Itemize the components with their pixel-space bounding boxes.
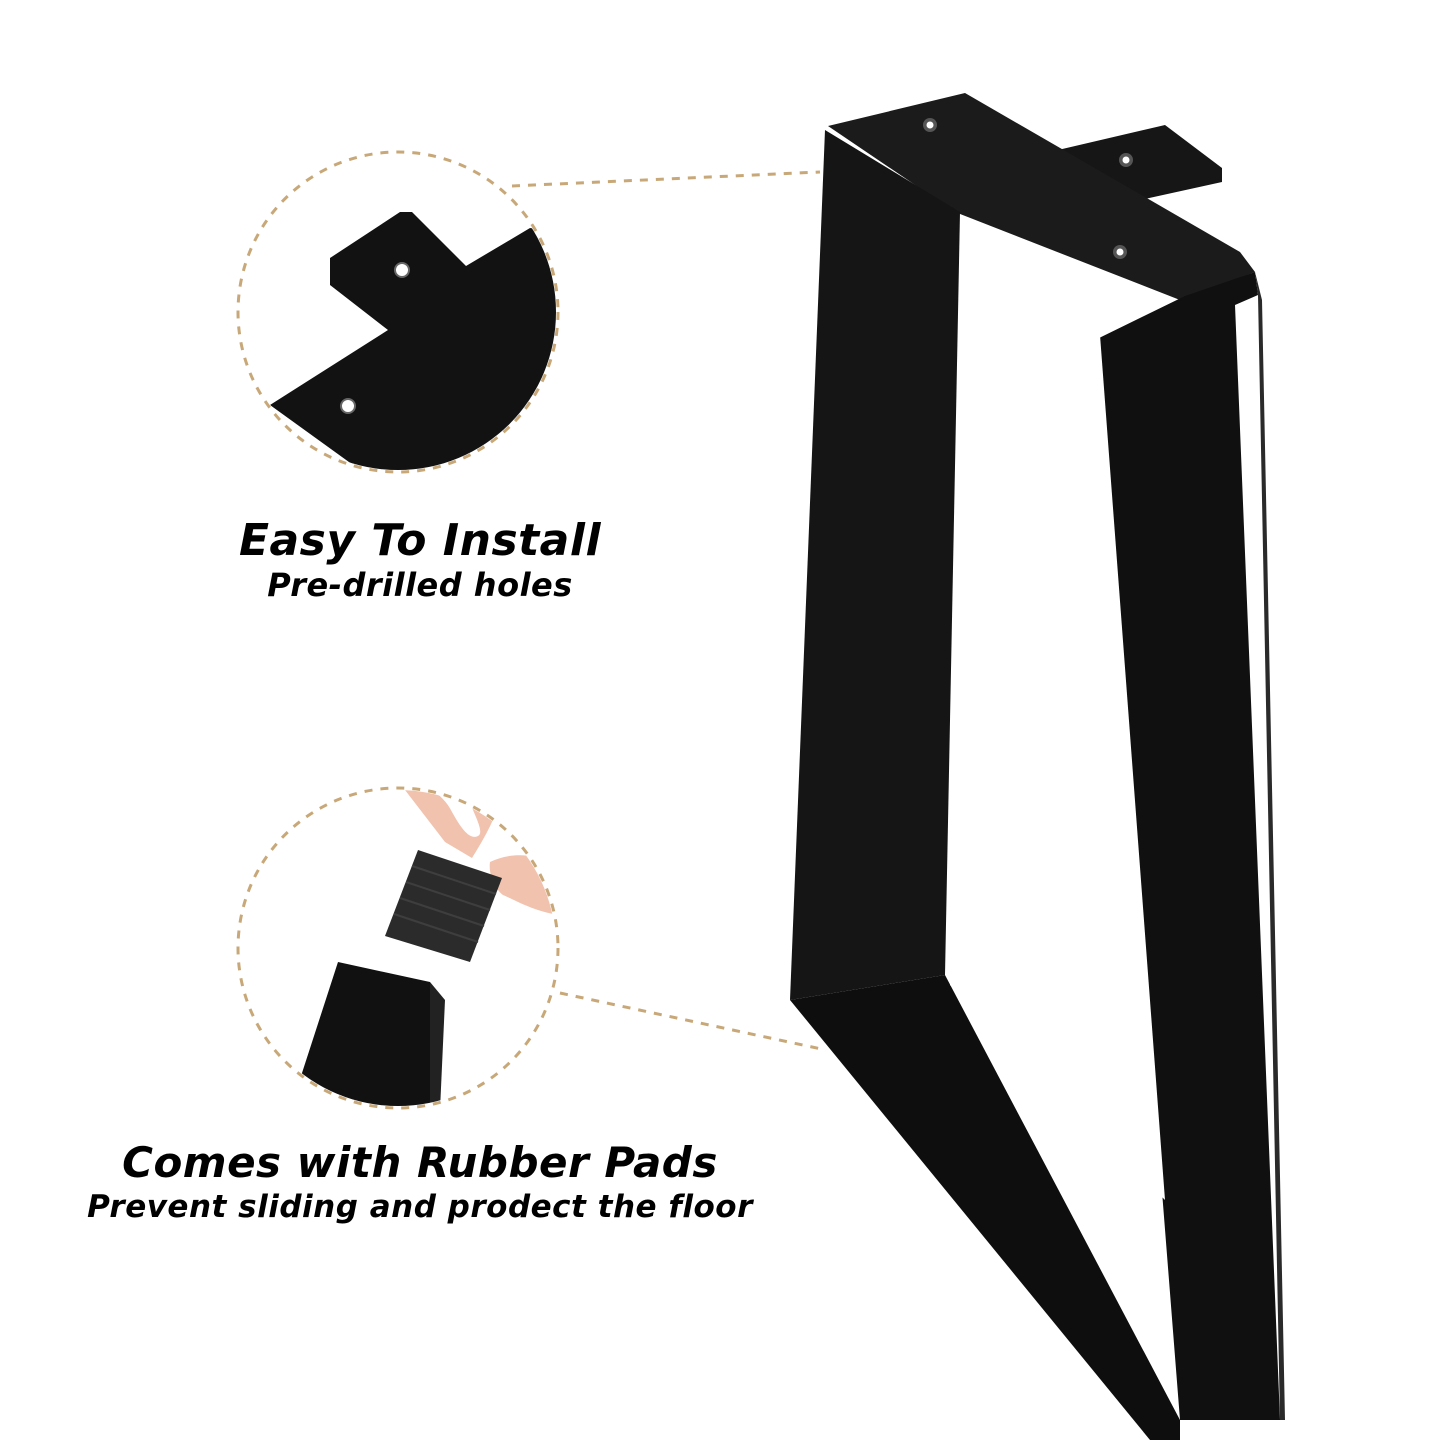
rubber-pad-texture bbox=[393, 865, 497, 943]
pads-feature-title: Comes with Rubber Pads bbox=[122, 1138, 718, 1187]
callout-line-top bbox=[511, 170, 821, 188]
mounting-hole bbox=[1116, 248, 1124, 256]
hole-detail bbox=[394, 262, 410, 278]
leg-foot-side bbox=[430, 982, 445, 1106]
pads-feature-caption: Comes with Rubber Pads Prevent sliding a… bbox=[20, 1138, 820, 1226]
install-feature-subtitle: Pre-drilled holes bbox=[267, 566, 573, 604]
bracket-detail bbox=[270, 212, 556, 470]
rubber-pad bbox=[385, 850, 502, 962]
right-leg-bar bbox=[1095, 272, 1280, 1420]
callout-circle-install bbox=[236, 150, 560, 474]
callout-ring bbox=[236, 786, 560, 1110]
right-leg-edge bbox=[1255, 272, 1285, 1420]
left-leg-bar bbox=[790, 130, 960, 1000]
install-feature-title: Easy To Install bbox=[238, 515, 602, 566]
hole-detail bbox=[340, 398, 356, 414]
callout-line-bottom bbox=[559, 991, 827, 1052]
hand-fingers bbox=[405, 790, 500, 858]
callout-ring bbox=[236, 150, 560, 474]
leg-foot bbox=[290, 962, 430, 1106]
callout-circle-pads bbox=[236, 786, 560, 1110]
pads-feature-subtitle: Prevent sliding and prodect the floor bbox=[87, 1189, 753, 1225]
top-plate bbox=[828, 93, 1255, 300]
table-leg-frame bbox=[790, 93, 1285, 1440]
hand-thumb bbox=[489, 855, 556, 915]
mounting-hole bbox=[1122, 156, 1130, 164]
mounting-hole bbox=[926, 121, 934, 129]
install-feature-caption: Easy To Install Pre-drilled holes bbox=[200, 515, 640, 605]
mounting-tab bbox=[1058, 125, 1222, 200]
bottom-bar bbox=[790, 975, 1180, 1440]
frame-opening bbox=[950, 230, 1165, 1200]
